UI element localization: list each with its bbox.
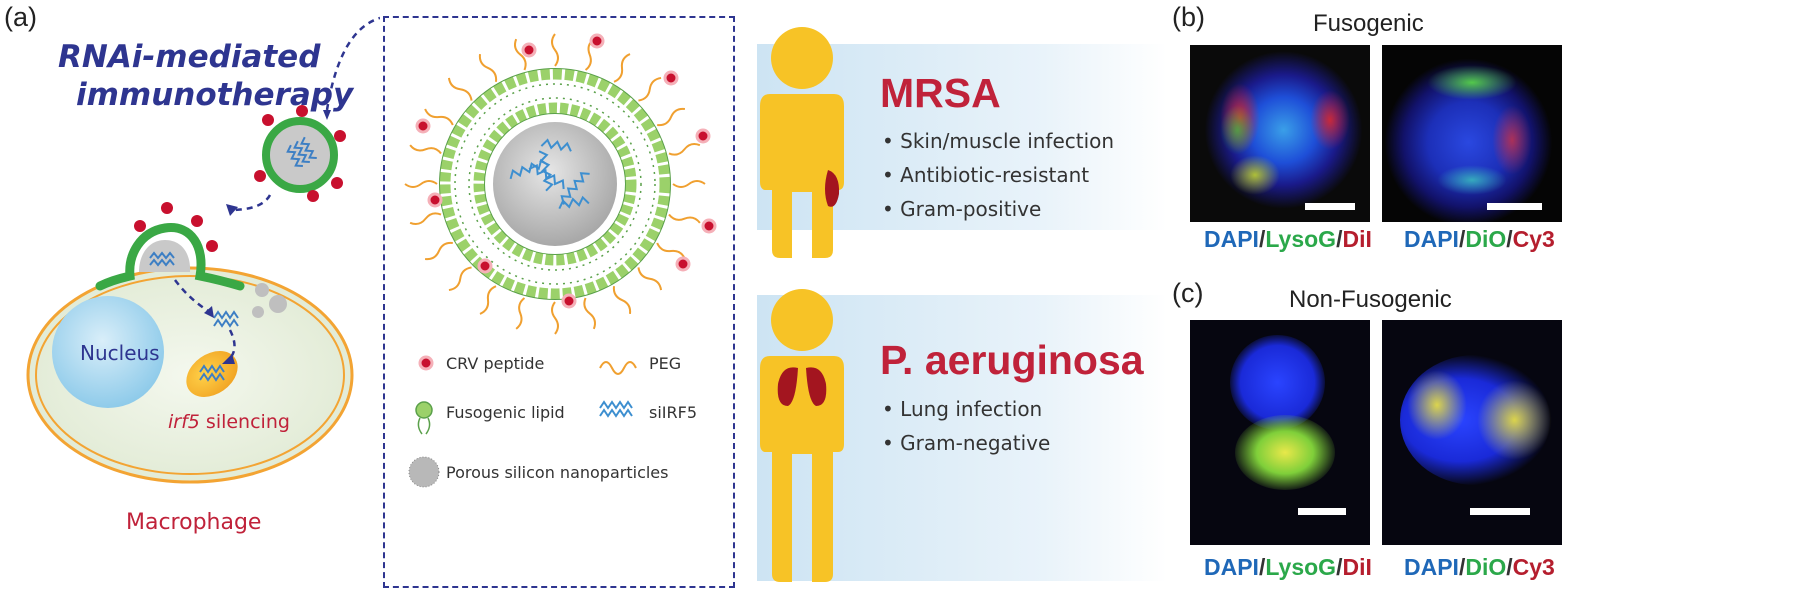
lung-right [806,367,827,406]
nucleus [52,296,164,408]
micrograph-b-lysog [1190,45,1370,222]
title-line-2: immunotherapy [76,77,354,113]
human-figures [760,27,844,582]
caption-dapi: DAPI [1204,554,1259,580]
fusogenic-title: Fusogenic [1313,10,1424,37]
legend-lipid-label: Fusogenic lipid [446,403,565,422]
silencing-word: silencing [199,411,290,433]
caption-sep: / [1458,554,1466,580]
released-sirna [213,310,239,328]
mrsa-bullet-1: Skin/muscle infection [882,124,1114,158]
nucleus-label: Nucleus [80,341,160,365]
caption-cy3: Cy3 [1512,554,1555,580]
micrograph-c-lysog [1190,320,1370,545]
human-figure-pa [760,289,844,582]
legend-peg-label: PEG [649,354,682,373]
caption-dapi: DAPI [1404,226,1459,252]
caption-sep: / [1336,554,1343,580]
panel-label-c: (c) [1172,278,1204,308]
psi-legend-icon [408,456,440,488]
core-sirna [509,138,590,210]
caption-lysog: LysoG [1265,554,1337,580]
micrograph-b-dio [1382,45,1562,222]
caption-b-left: DAPI/LysoG/DiI [1204,226,1372,253]
peg-legend-icon [599,361,637,375]
caption-dapi: DAPI [1204,226,1259,252]
caption-sep: / [1506,554,1513,580]
mrsa-bullet-2: Antibiotic-resistant [882,158,1114,192]
mrsa-bullets: Skin/muscle infection Antibiotic-resista… [882,124,1114,226]
legend-icons [408,355,637,488]
caption-dii: DiI [1342,226,1372,252]
irf5-gene: irf5 [168,411,200,433]
peg-chains [404,33,706,335]
pa-title: P. aeruginosa [880,337,1144,383]
nanoparticle-illustration [404,33,717,335]
caption-sep: / [1506,226,1513,252]
caption-sep: / [1258,554,1266,580]
muscle-infection-site [825,170,840,207]
caption-dapi: DAPI [1404,554,1459,580]
legend-psi-label: Porous silicon nanoparticles [446,463,669,482]
crv-legend-icon [418,355,434,371]
non-fusogenic-title: Non-Fusogenic [1289,286,1452,313]
pa-bullet-1: Lung infection [882,392,1050,426]
caption-c-right: DAPI/DiO/Cy3 [1404,554,1555,581]
caption-lysog: LysoG [1265,226,1337,252]
legend-crv-label: CRV peptide [446,354,545,373]
micrograph-c-dio [1382,320,1562,545]
macrophage-illustration [26,16,380,484]
nanoparticle-box [383,16,735,588]
caption-sep: / [1458,226,1466,252]
sirna-in-lysosome [199,364,225,382]
endosome-membrane [95,223,245,291]
caption-c-left: DAPI/LysoG/DiI [1204,554,1372,581]
mrsa-title: MRSA [880,70,1001,116]
panel-label-a: (a) [4,2,37,32]
caption-dii: DiI [1342,554,1372,580]
caption-dio: DiO [1465,554,1507,580]
caption-sep: / [1336,226,1343,252]
pa-bullets: Lung infection Gram-negative [882,392,1050,460]
human-figure-mrsa [760,27,844,258]
macrophage-label: Macrophage [126,510,262,535]
inner-lipid-heads [473,102,637,266]
sirna-legend-icon [599,400,633,418]
mrsa-bullet-3: Gram-positive [882,192,1114,226]
scale-bar [1470,508,1530,515]
panel-label-b: (b) [1172,2,1205,32]
scale-bar [1298,508,1346,515]
scale-bar [1305,203,1355,210]
crv-peptides [415,33,717,309]
caption-cy3: Cy3 [1512,226,1555,252]
caption-sep: / [1258,226,1266,252]
caption-dio: DiO [1465,226,1507,252]
title-line-1: RNAi-mediated [58,39,321,75]
outer-lipid-heads [439,68,671,300]
silencing-label: irf5 silencing [168,411,290,433]
legend-sirna-label: siIRF5 [649,403,697,422]
caption-b-right: DAPI/DiO/Cy3 [1404,226,1555,253]
pa-bullet-2: Gram-negative [882,426,1050,460]
lung-left [777,367,798,406]
scale-bar [1487,203,1542,210]
lipid-legend-icon [415,401,433,419]
